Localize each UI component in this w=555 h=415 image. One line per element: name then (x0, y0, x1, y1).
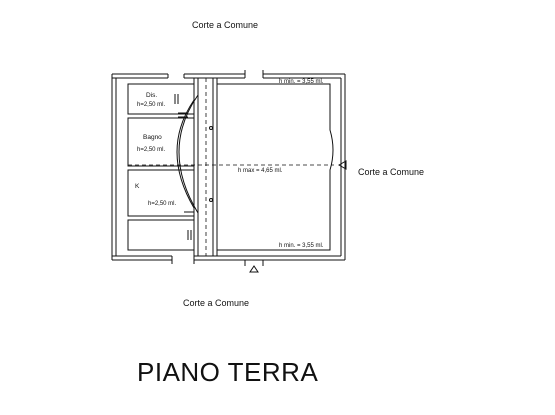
room-k-outline (127, 169, 195, 217)
label-corte-top: Corte a Comune (192, 20, 259, 30)
room-k-name: K (135, 183, 140, 190)
room-dis-name: Dis. (146, 92, 158, 99)
dimension-h-min-bottom: h min. = 3,55 ml. (279, 243, 324, 249)
page-title: PIANO TERRA (137, 357, 319, 387)
room-storage-outline (127, 219, 195, 251)
outer-wall (111, 73, 346, 261)
room-bagno-outline (127, 117, 195, 167)
curved-wall (178, 94, 199, 214)
section-lines (128, 78, 334, 256)
section-marker-bottom (249, 265, 259, 273)
room-bagno-name: Bagno (143, 134, 162, 141)
room-dis-outline (127, 83, 195, 115)
room-bagno-height: h=2,50 ml. (137, 147, 166, 153)
label-corte-right: Corte a Comune (358, 167, 425, 177)
label-corte-bottom: Corte a Comune (183, 298, 250, 308)
dimension-h-min-top: h min. = 3,55 ml. (279, 79, 324, 85)
section-marker-right (337, 160, 347, 170)
room-dis-height: h=2,50 ml. (137, 102, 166, 108)
dimension-h-max: h max = 4,65 ml. (238, 168, 283, 174)
room-k-height: h=2,50 ml. (148, 201, 177, 207)
